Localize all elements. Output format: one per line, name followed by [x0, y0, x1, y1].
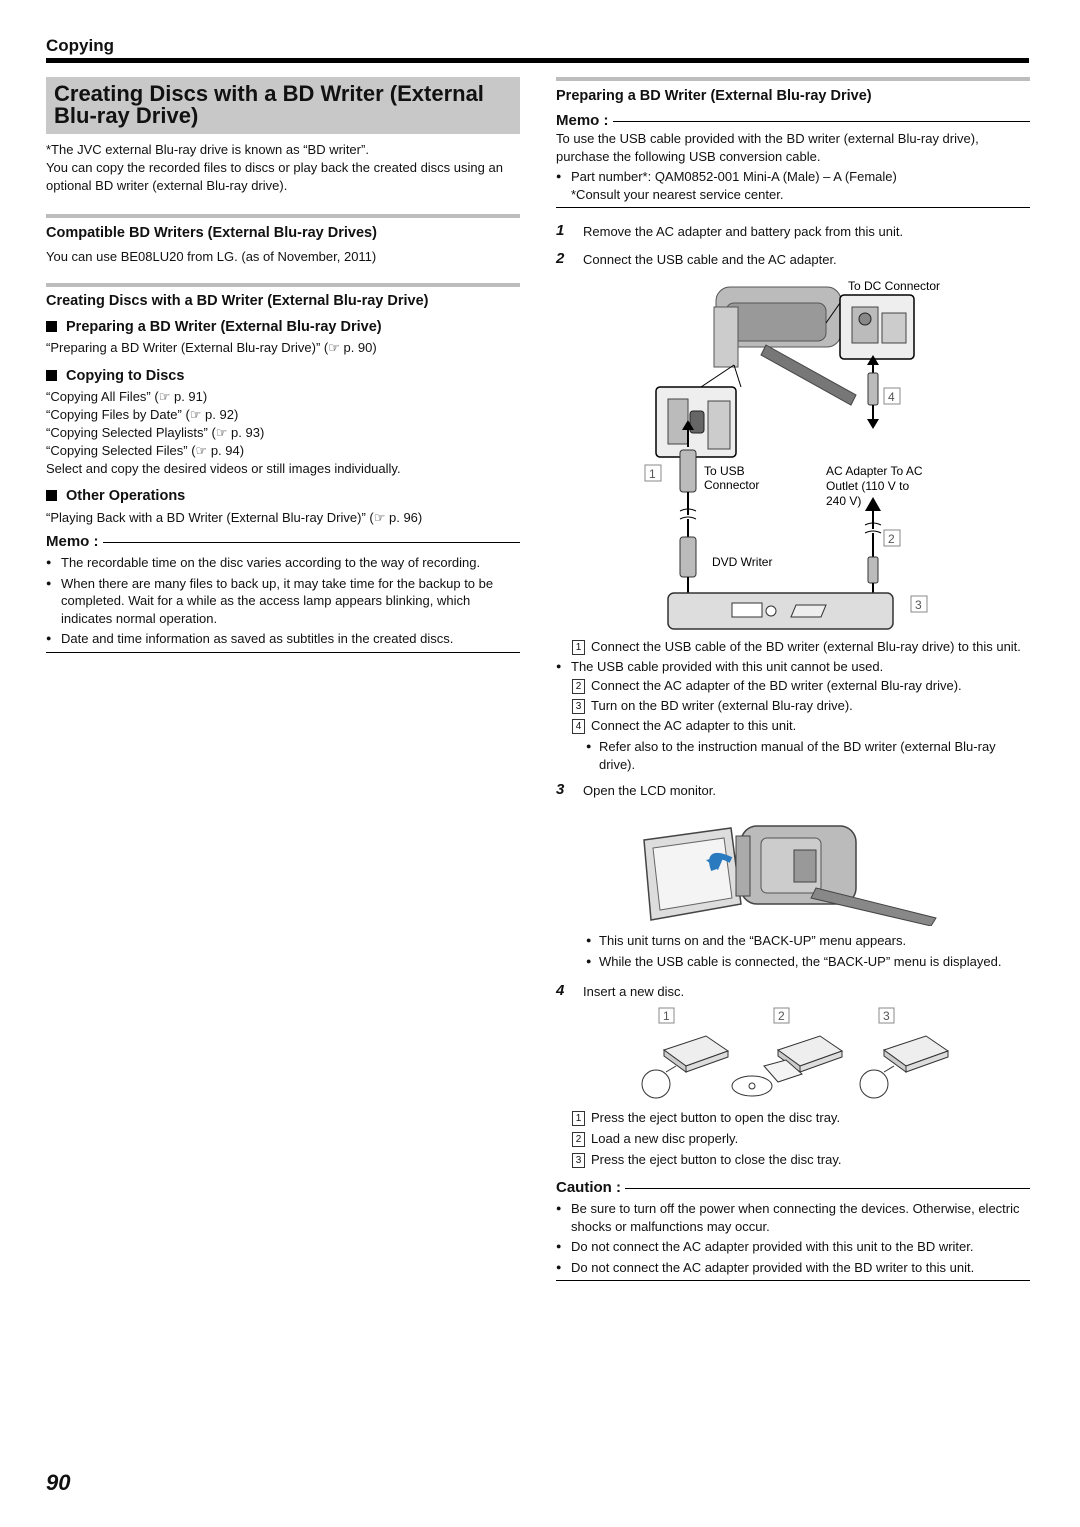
disc-step-label-2: 2: [778, 1009, 785, 1023]
diagram-num-4: 4: [888, 390, 895, 404]
square-bullet-icon: [46, 370, 57, 381]
diagram-num-3: 3: [915, 598, 922, 612]
caution-item: Do not connect the AC adapter provided w…: [556, 1238, 1030, 1256]
square-bullet-icon: [46, 321, 57, 332]
caution-label: Caution :: [556, 1179, 621, 1196]
memo-line: [612, 121, 1030, 122]
lcd-note-2: While the USB cable is connected, the “B…: [556, 953, 1030, 971]
copying-note: Select and copy the desired videos or st…: [46, 461, 401, 476]
memo-header: Memo :: [556, 112, 1030, 129]
other-link[interactable]: “Playing Back with a BD Writer (External…: [46, 510, 423, 525]
ac-adapter-label-2: Outlet (110 V to: [826, 479, 909, 493]
compatible-text: You can use BE08LU20 from LG. (as of Nov…: [46, 249, 377, 264]
memo-label: Memo :: [46, 533, 99, 550]
memo-note: *Consult your nearest service center.: [571, 186, 784, 202]
other-subheading: Other Operations: [46, 488, 520, 504]
creating-heading: Creating Discs with a BD Writer (Externa…: [46, 293, 429, 309]
page-number: 90: [46, 1470, 71, 1495]
copying-link-playlists[interactable]: “Copying Selected Playlists” (☞ p. 93): [46, 425, 265, 440]
dvd-writer-label: DVD Writer: [712, 555, 772, 569]
header-rule: [46, 58, 1029, 63]
caution-header: Caution :: [556, 1179, 1030, 1196]
preparing-subheading: Preparing a BD Writer (External Blu-ray …: [46, 319, 520, 335]
memo-item: When there are many files to back up, it…: [46, 575, 520, 628]
lcd-open-illustration: [643, 825, 937, 926]
caution-line: [625, 1188, 1030, 1189]
disc-step-label-1: 1: [663, 1009, 670, 1023]
square-bullet-icon: [46, 490, 57, 501]
section-rule: [46, 283, 520, 287]
memo-line: [102, 542, 520, 543]
disc-insert-illustration: 1 2 3: [641, 1007, 950, 1099]
intro-line-1: *The JVC external Blu-ray drive is known…: [46, 142, 369, 157]
copying-subheading: Copying to Discs: [46, 368, 520, 384]
memo-label: Memo :: [556, 112, 609, 129]
ac-adapter-label-3: 240 V): [826, 494, 861, 508]
diagram-num-1: 1: [649, 467, 656, 481]
section-rule: [46, 214, 520, 218]
page-title: Creating Discs with a BD Writer (Externa…: [46, 77, 520, 134]
memo-header: Memo :: [46, 533, 520, 550]
section-rule: [556, 77, 1030, 81]
section-header: Copying: [46, 36, 114, 55]
connection-diagram: To DC Connector To USB Connector AC Adap…: [644, 279, 940, 630]
memo-text: To use the USB cable provided with the B…: [556, 131, 979, 164]
caution-end-rule: [556, 1280, 1030, 1281]
ac-adapter-label-1: AC Adapter To AC: [826, 464, 923, 478]
copying-link-all[interactable]: “Copying All Files” (☞ p. 91): [46, 389, 208, 404]
dc-connector-label: To DC Connector: [848, 279, 940, 293]
memo-end-rule: [556, 206, 1030, 208]
copying-link-files[interactable]: “Copying Selected Files” (☞ p. 94): [46, 443, 245, 458]
to-usb-label-1: To USB: [704, 464, 745, 478]
memo-end-rule: [46, 651, 520, 653]
memo-item: The recordable time on the disc varies a…: [46, 554, 520, 572]
right-heading: Preparing a BD Writer (External Blu-ray …: [556, 88, 872, 104]
disc-step-label-3: 3: [883, 1009, 890, 1023]
refer-note: Refer also to the instruction manual of …: [556, 738, 1030, 773]
compatible-heading: Compatible BD Writers (External Blu-ray …: [46, 225, 377, 241]
left-column: Creating Discs with a BD Writer (Externa…: [46, 77, 520, 653]
caution-item: Be sure to turn off the power when conne…: [556, 1200, 1030, 1235]
diagram-num-2: 2: [888, 532, 895, 546]
to-usb-label-2: Connector: [704, 478, 759, 492]
preparing-link[interactable]: “Preparing a BD Writer (External Blu-ray…: [46, 340, 377, 355]
usb-note: The USB cable provided with this unit ca…: [556, 658, 1030, 676]
copying-link-date[interactable]: “Copying Files by Date” (☞ p. 92): [46, 407, 239, 422]
intro-line-2: You can copy the recorded files to discs…: [46, 160, 503, 193]
memo-bullet: Part number*: QAM0852-001 Mini-A (Male) …: [556, 168, 1030, 186]
memo-item: Date and time information as saved as su…: [46, 630, 520, 648]
lcd-note-1: This unit turns on and the “BACK-UP” men…: [556, 932, 1030, 950]
right-column: Preparing a BD Writer (External Blu-ray …: [556, 77, 1030, 1281]
caution-item: Do not connect the AC adapter provided w…: [556, 1259, 1030, 1277]
